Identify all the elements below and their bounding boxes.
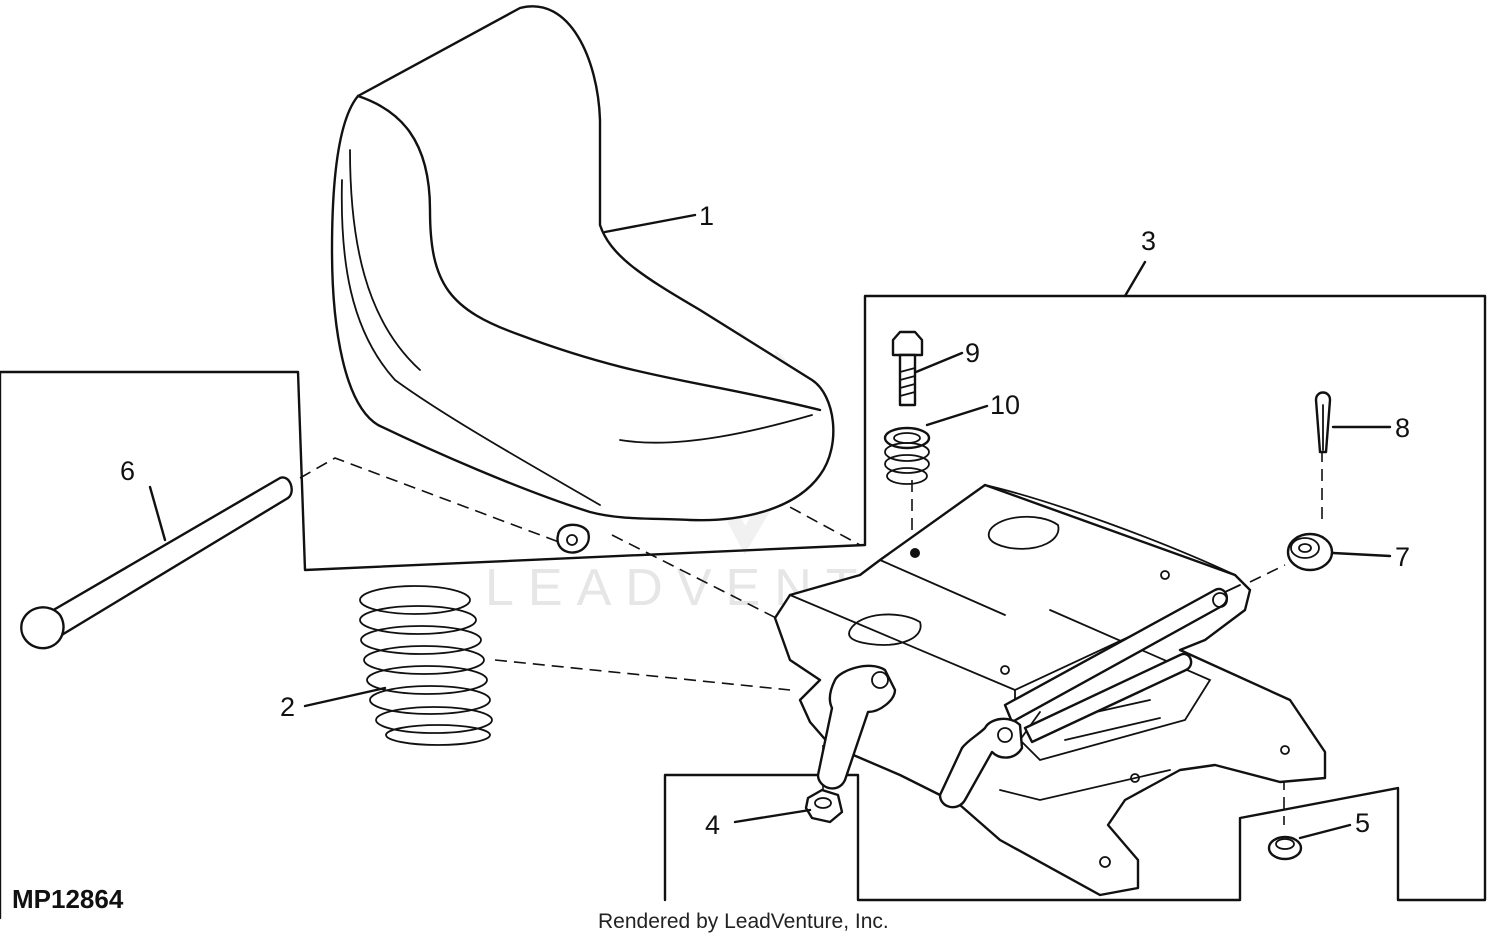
callout-2: 2 <box>280 692 295 722</box>
suspension-frame-part-3 <box>773 483 1327 897</box>
bushing-part-7 <box>1286 532 1334 572</box>
alignment-line-seat-lower <box>611 534 791 626</box>
group-box-3-bracket <box>1123 260 1147 298</box>
callout-1: 1 <box>699 201 714 231</box>
bolt-part-9 <box>891 330 924 407</box>
leader-line-7 <box>1331 551 1392 558</box>
callout-6: 6 <box>120 456 135 486</box>
nut-part-5 <box>1267 835 1303 861</box>
leader-line-6 <box>148 485 167 542</box>
figure-id: MP12864 <box>12 884 124 914</box>
callout-5: 5 <box>1355 808 1370 838</box>
leader-line-4 <box>733 808 812 824</box>
footer-credit: Rendered by LeadVenture, Inc. <box>598 910 889 933</box>
cotter-pin-part-8 <box>1314 391 1332 454</box>
leader-line-5 <box>1298 823 1352 840</box>
callout-7: 7 <box>1395 542 1410 572</box>
alignment-line-6 <box>299 457 576 549</box>
callout-10: 10 <box>990 390 1020 420</box>
callout-9: 9 <box>965 338 980 368</box>
alignment-line-7 <box>1249 564 1286 583</box>
leader-line-9 <box>914 351 964 374</box>
pin-part-6 <box>20 476 293 650</box>
seat-part-1 <box>330 5 835 554</box>
spring-washer-part-10 <box>883 426 931 485</box>
callout-3: 3 <box>1141 226 1156 256</box>
alignment-line-2 <box>494 659 791 691</box>
callout-4: 4 <box>705 810 720 840</box>
leader-line-10 <box>925 404 989 427</box>
spring-part-2 <box>359 585 493 746</box>
nut-part-4 <box>804 788 844 824</box>
leader-line-1 <box>603 213 697 234</box>
group-box-left <box>0 294 1487 920</box>
leader-line-2 <box>303 686 387 708</box>
callout-8: 8 <box>1395 413 1410 443</box>
